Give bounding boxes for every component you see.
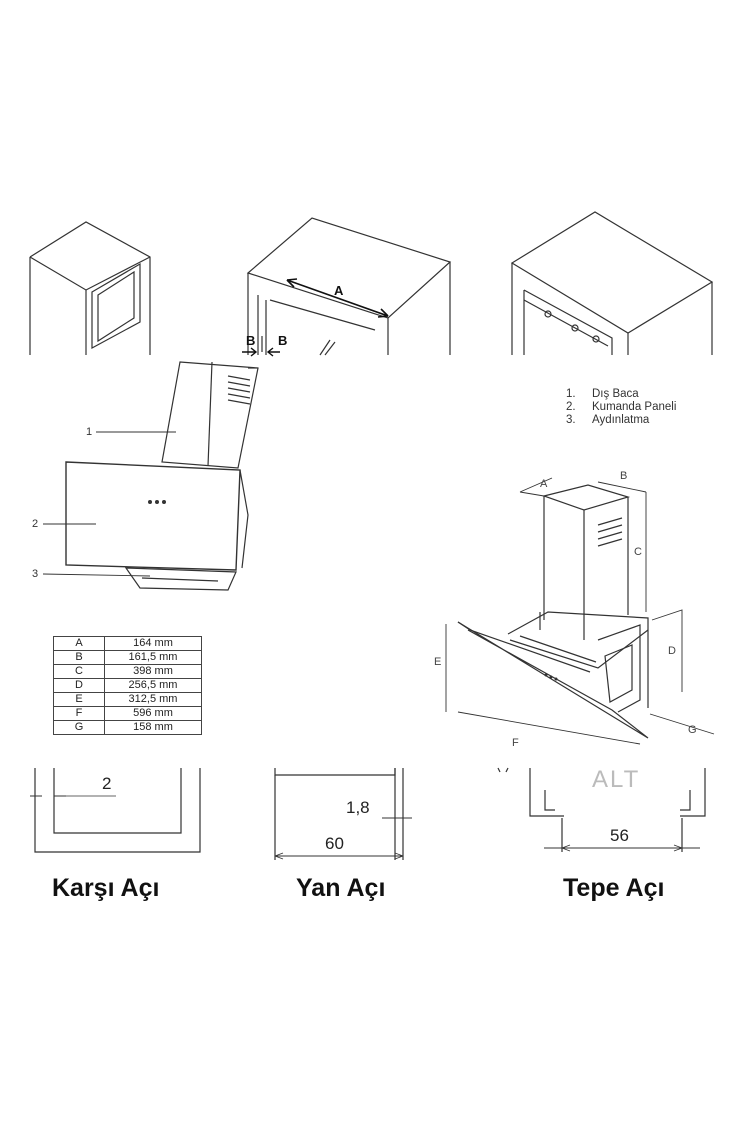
hood-isometric-dots — [544, 673, 558, 681]
legend-item: 2. Kumanda Paneli — [566, 401, 676, 414]
cabinet-right-drawing — [510, 211, 714, 355]
iso-dim-b: B — [620, 470, 628, 482]
legend-item: 1. Dış Baca — [566, 388, 676, 401]
hood-isometric-drawing — [457, 484, 649, 739]
legend-label: Kumanda Paneli — [592, 401, 677, 413]
iso-dim-f: F — [512, 737, 519, 749]
legend-item: 3. Aydınlatma — [566, 414, 676, 427]
cabinet-dim-a-label: A — [334, 283, 344, 298]
iso-dim-e: E — [434, 656, 442, 668]
dim-key: C — [53, 664, 105, 679]
iso-dim-g: G — [688, 724, 697, 736]
isometric-dimension-lines — [445, 477, 715, 745]
dim-key: G — [53, 720, 105, 735]
legend-number: 1. — [566, 388, 576, 400]
legend-number: 3. — [566, 414, 576, 426]
iso-dim-a: A — [540, 478, 548, 490]
iso-dim-c: C — [634, 546, 642, 558]
tepe-dimension: 56 — [610, 826, 629, 845]
dim-value: 256,5 mm — [104, 678, 202, 693]
legend-label: Aydınlatma — [592, 414, 650, 426]
section-tepe — [497, 767, 706, 852]
hood-control-dots — [148, 500, 166, 504]
hood-front-drawing — [65, 361, 259, 591]
dim-key: F — [53, 706, 105, 721]
dim-key: E — [53, 692, 105, 707]
part-leader-lines — [42, 431, 176, 577]
dim-value: 158 mm — [104, 720, 202, 735]
cabinet-middle-drawing — [246, 217, 452, 356]
caption-karsi: Karşı Açı — [52, 874, 160, 902]
karsi-dimension: 2 — [102, 774, 112, 793]
cabinet-dim-b2-label: B — [278, 333, 288, 348]
iso-dim-d: D — [668, 645, 676, 657]
part-marker-2: 2 — [32, 518, 39, 530]
dimension-arrow-a — [286, 278, 389, 318]
section-yan — [274, 768, 412, 860]
caption-tepe: Tepe Açı — [563, 874, 665, 902]
part-marker-3: 3 — [32, 568, 39, 580]
dimension-arrows-b — [242, 347, 280, 357]
dim-key: B — [53, 650, 105, 665]
dim-value: 312,5 mm — [104, 692, 202, 707]
tepe-alt-marker: ALT — [592, 766, 641, 793]
dim-key: A — [53, 636, 105, 651]
section-karsi — [30, 768, 201, 853]
dim-value: 164 mm — [104, 636, 202, 651]
legend-number: 2. — [566, 401, 576, 413]
dim-value: 596 mm — [104, 706, 202, 721]
legend-label: Dış Baca — [592, 388, 639, 400]
parts-legend: 1. Dış Baca 2. Kumanda Paneli 3. Aydınla… — [566, 388, 676, 427]
cabinet-left-drawing — [29, 221, 151, 355]
caption-yan: Yan Açı — [296, 874, 386, 902]
dim-value: 398 mm — [104, 664, 202, 679]
dim-value: 161,5 mm — [104, 650, 202, 665]
cabinet-dim-b1-label: B — [246, 333, 256, 348]
dim-key: D — [53, 678, 105, 693]
part-marker-1: 1 — [86, 426, 93, 438]
yan-big-dimension: 60 — [325, 834, 344, 853]
yan-small-dimension: 1,8 — [346, 798, 370, 817]
